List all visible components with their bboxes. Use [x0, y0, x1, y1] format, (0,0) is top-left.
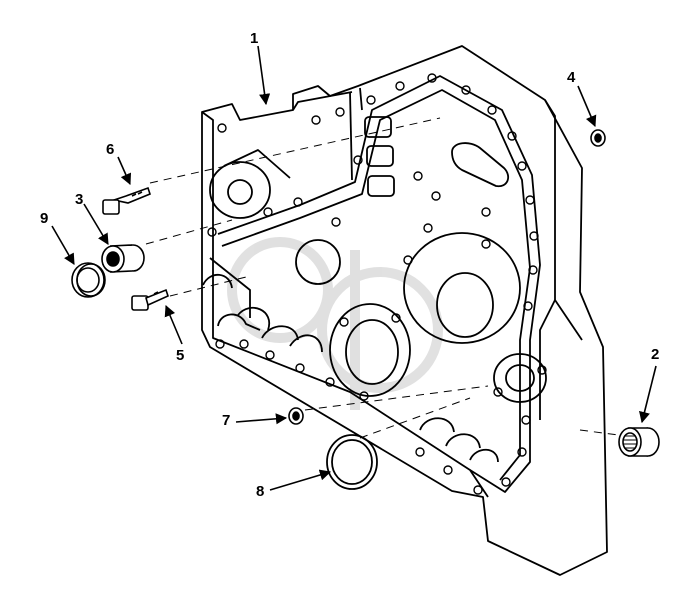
- o-ring-part-8: [326, 434, 378, 490]
- callout-3: 3: [75, 191, 84, 208]
- leader-arrow-3: [83, 203, 109, 245]
- gear-housing: [201, 45, 608, 576]
- nut-part-4: [590, 129, 606, 147]
- seal-part-7: [288, 407, 304, 425]
- roller-bearing-part-2: [618, 427, 660, 457]
- alignment-lines: [145, 117, 627, 439]
- leader-arrow-4: [577, 85, 597, 128]
- watermark-logo: [227, 237, 443, 410]
- leader-arrow-1: [257, 45, 271, 106]
- callout-2: 2: [651, 346, 660, 363]
- callout-7: 7: [222, 412, 231, 429]
- leader-arrow-6: [117, 156, 132, 186]
- callout-8: 8: [256, 483, 265, 500]
- callout-1: 1: [250, 30, 259, 47]
- leader-arrows: [51, 45, 657, 491]
- bolt-part-6: [102, 186, 151, 215]
- callout-5: 5: [176, 347, 185, 364]
- leader-arrow-9: [51, 225, 75, 265]
- callout-9: 9: [40, 210, 49, 227]
- bolt-part-5: [131, 288, 169, 311]
- leader-arrow-5: [164, 304, 183, 345]
- leader-arrow-8: [269, 469, 332, 491]
- leader-arrow-7: [235, 413, 288, 425]
- callout-4: 4: [567, 69, 576, 86]
- leader-arrow-2: [639, 365, 657, 424]
- bearing-part-3: [101, 244, 145, 273]
- callout-6: 6: [106, 141, 115, 158]
- ring-seal-part-9: [71, 262, 106, 298]
